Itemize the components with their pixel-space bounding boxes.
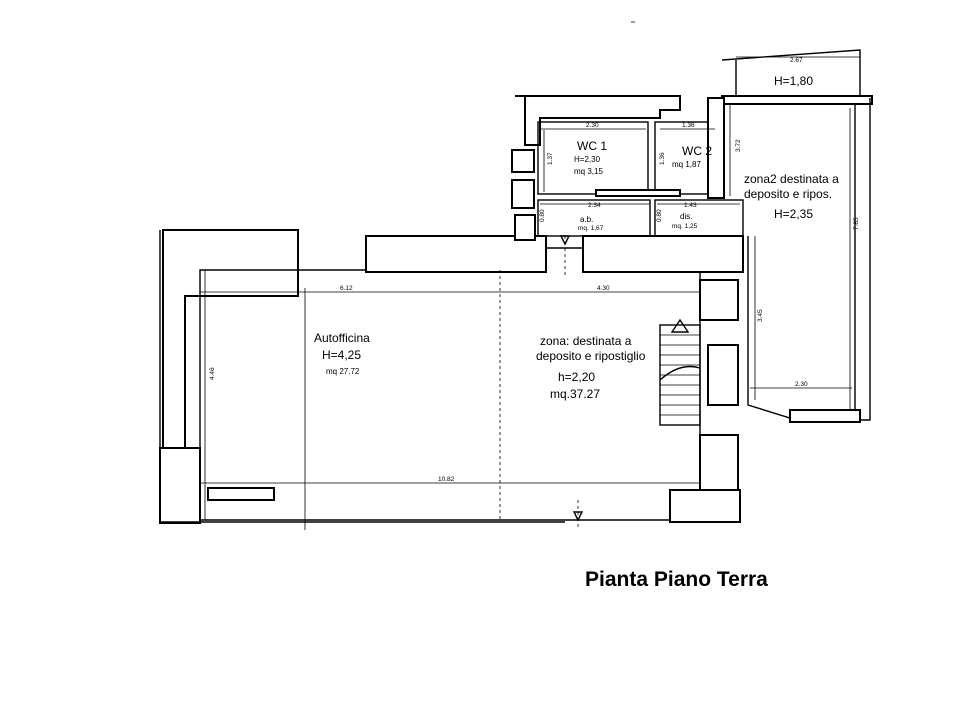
zona-name-2: deposito e ripostiglio (536, 349, 646, 363)
wc1-area: mq 3,15 (574, 167, 603, 176)
dim-080b: 0.80 (656, 209, 663, 222)
wc-partition (595, 189, 681, 197)
autofficina-area: mq 27.72 (326, 367, 360, 376)
wc1-room (537, 121, 649, 195)
ab-name: a.b. (580, 215, 593, 224)
ab-room (537, 199, 651, 237)
wc-left-wall-3 (514, 214, 536, 241)
dim-136-top: 1.36 (682, 122, 695, 129)
dim-430: 4.30 (597, 285, 610, 292)
dim-446: 4.46 (209, 367, 216, 380)
zona2-height: H=2,35 (774, 207, 813, 221)
dis-area: mq. 1,25 (672, 223, 698, 230)
right-pier-2 (707, 344, 739, 406)
dim-267: 2.67 (790, 57, 803, 64)
dim-785: 7.85 (853, 217, 860, 230)
canopy-height: H=1,80 (774, 74, 813, 88)
wc2-name: WC 2 (682, 144, 712, 158)
bottom-wall-strip (207, 487, 275, 501)
dim-1082: 10.82 (438, 476, 455, 483)
bottom-wall-left (159, 447, 201, 524)
dim-612: 6.12 (340, 285, 353, 292)
dim-230-r: 2.30 (795, 381, 808, 388)
wc-left-wall-2 (511, 179, 535, 209)
zona2-name-2: deposito e ripos. (744, 187, 832, 201)
dim-080a: 0.80 (539, 209, 546, 222)
wc2-area: mq 1,87 (672, 160, 701, 169)
autofficina-name: Autofficina (314, 331, 370, 345)
wc1-name: WC 1 (577, 139, 607, 153)
dim-345: 3.45 (757, 309, 764, 322)
top-wall-middle (365, 235, 547, 273)
zona-area: mq.37.27 (550, 387, 600, 401)
right-pier-3 (699, 434, 739, 491)
zona2-name-1: zona2 destinata a (744, 172, 839, 186)
annex-beam (721, 95, 873, 105)
annex-outline (747, 103, 856, 419)
right-pier-1 (699, 279, 739, 321)
staircase (659, 318, 701, 426)
zona-height: h=2,20 (558, 370, 595, 384)
ab-area: mq. 1,67 (578, 225, 604, 232)
annex-outer (860, 98, 871, 421)
annex-left-wall-top (707, 97, 725, 199)
zona-name-1: zona: destinata a (540, 334, 632, 348)
dim-143: 1.43 (684, 202, 697, 209)
wc-block-walls (515, 95, 681, 146)
dim-137: 1.37 (547, 152, 554, 165)
dim-230-wc: 2.30 (586, 122, 599, 129)
dim-234: 2.34 (588, 202, 601, 209)
top-wall-right (582, 235, 744, 273)
dis-room (654, 199, 744, 237)
wc-left-wall-1 (511, 149, 535, 173)
right-wall-lower (669, 489, 741, 523)
annex-bottom-wall (789, 409, 861, 423)
plan-title: Pianta Piano Terra (585, 568, 768, 591)
autofficina-height: H=4,25 (322, 348, 361, 362)
wc1-height: H=2,30 (574, 155, 601, 164)
dim-136-side: 1.36 (659, 152, 666, 165)
main-outer-line (159, 230, 565, 523)
dis-name: dis. (680, 212, 692, 221)
dim-372: 3.72 (735, 139, 742, 152)
